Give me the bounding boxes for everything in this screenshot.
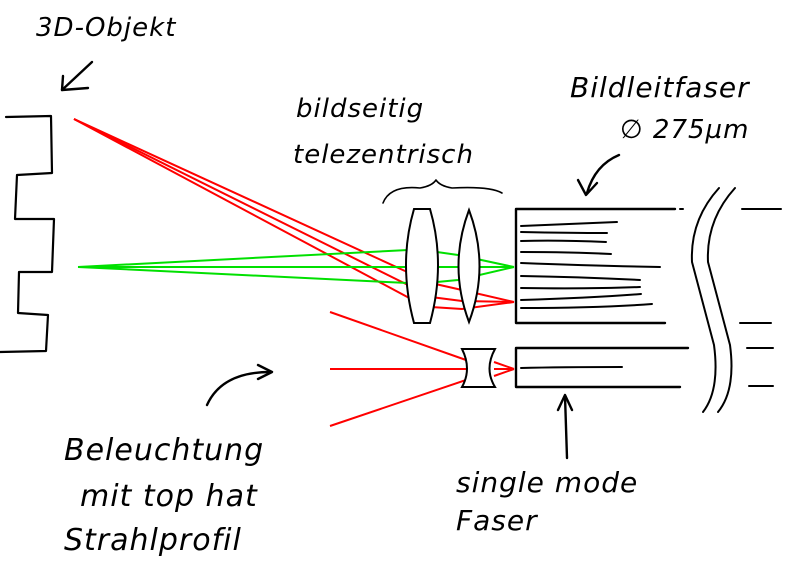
single-mode-fiber (514, 346, 690, 389)
fiber-core (520, 275, 641, 281)
concave-lens (460, 348, 497, 388)
arrow-to-single-mode-fiber (556, 393, 574, 460)
label-imaging-fiber-line1: Bildleitfaser (570, 71, 750, 104)
label-single-mode-line2: Faser (456, 504, 538, 537)
illum-ray (329, 379, 467, 427)
axis-green-rays (77, 249, 515, 284)
fiber-break (679, 187, 782, 413)
fiber-core (520, 286, 641, 290)
label-illumination-line3: Strahlprofil (64, 523, 242, 558)
green-ray (77, 266, 409, 284)
fiber-core (520, 293, 642, 301)
fiber-core (520, 221, 618, 227)
red-ray (73, 118, 406, 272)
red-ray (73, 118, 414, 301)
lens-1 (405, 208, 439, 324)
label-3d-object: 3D-Objekt (36, 13, 176, 43)
fiber-core (520, 303, 653, 309)
label-optics-line2: telezentrisch (293, 140, 474, 170)
illum-ray (493, 361, 515, 370)
label-illumination-line2: mit top hat (80, 479, 258, 514)
illumination-red-rays (329, 311, 515, 427)
fiber-core (520, 251, 612, 255)
label-imaging-fiber-line2: ∅ 275µm (620, 115, 749, 145)
imaging-fiber (514, 207, 677, 325)
fiber-core (520, 239, 607, 243)
arrow-to-imaging-fiber (576, 153, 621, 197)
telecentric-brace (382, 179, 503, 204)
label-optics-line1: bildseitig (296, 94, 424, 124)
3d-object-profile (0, 114, 56, 354)
illum-ray (493, 368, 515, 377)
fiber-core (520, 262, 661, 268)
arrow-to-illumination (205, 363, 274, 407)
single-mode-core (520, 366, 623, 369)
lens-2 (457, 207, 481, 325)
green-ray (77, 249, 409, 268)
label-single-mode-line1: single mode (456, 466, 638, 499)
label-illumination-line1: Beleuchtung (64, 433, 264, 468)
illum-ray (329, 311, 467, 361)
arrow-to-object (60, 60, 94, 92)
fiber-core (520, 231, 608, 234)
red-ray (73, 118, 411, 287)
